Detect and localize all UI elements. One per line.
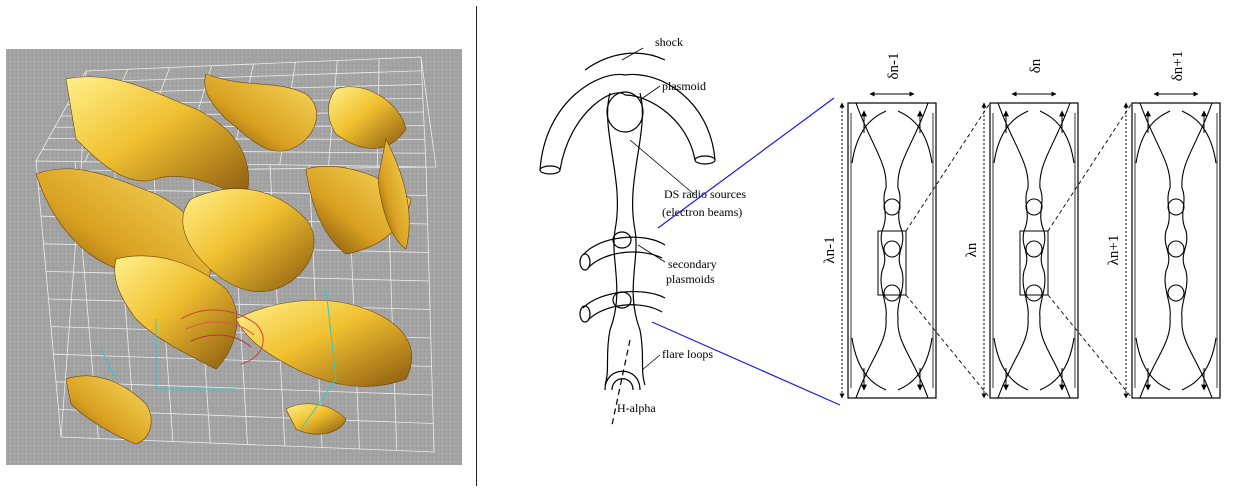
label-plasmoids: plasmoids <box>666 272 715 286</box>
plasmoid-circle <box>884 241 900 257</box>
label-shock: shock <box>655 35 683 49</box>
current-sheet-panel-1: λn-1 δn-1 <box>822 52 990 398</box>
label-flare-loops: flare loops <box>662 347 713 361</box>
zoom-line <box>906 295 990 398</box>
lambda-label: λn+1 <box>1106 235 1122 266</box>
field-line <box>1040 338 1074 390</box>
zoom-line <box>1048 295 1132 398</box>
shock-front <box>585 53 665 70</box>
field-line <box>852 111 886 163</box>
lambda-label: λn <box>964 242 980 257</box>
current-sheet-panels: λn-1 δn-1 λn δn λn+1 δn+1 <box>822 51 1220 398</box>
plasmoid-circle <box>1168 199 1184 215</box>
sheet-boundary-right <box>1040 103 1070 398</box>
current-sheet-panel-3: λn+1 δn+1 <box>1106 51 1220 398</box>
label-plasmoid: plasmoid <box>662 79 706 93</box>
sheet-boundary-right <box>898 103 928 398</box>
lambda-label: λn-1 <box>822 236 838 263</box>
field-line <box>994 338 1028 390</box>
sheet-boundary-left <box>856 103 886 398</box>
connector-top <box>658 98 834 228</box>
current-sheet-panel-2: λn δn <box>964 58 1132 398</box>
field-line <box>898 111 932 163</box>
plasmoid-circle <box>1026 199 1042 215</box>
field-line <box>1136 338 1170 390</box>
sheet-frame <box>1132 103 1220 398</box>
label-secondary: secondary <box>668 257 717 271</box>
isosurface-rendering <box>6 49 462 465</box>
field-line <box>1136 111 1170 163</box>
secondary-plasmoid-upper <box>613 232 631 248</box>
plasmoid-circle <box>884 285 900 301</box>
plasmoid-circle <box>884 199 900 215</box>
sheet-boundary-right <box>1182 103 1212 398</box>
label-h-alpha: H-alpha <box>617 401 656 415</box>
connector-bottom <box>652 322 840 405</box>
sheet-boundary-left <box>998 103 1028 398</box>
sheet-boundary-left <box>1140 103 1170 398</box>
flare-labels: shock plasmoid DS radio sources (electro… <box>617 35 746 415</box>
field-line <box>1040 111 1074 163</box>
field-line <box>994 111 1028 163</box>
delta-label: δn-1 <box>886 52 902 79</box>
plasmoid-circle <box>1026 241 1042 257</box>
panel-divider <box>476 6 477 486</box>
zoom-line <box>906 103 990 231</box>
field-line <box>1182 111 1216 163</box>
label-ds-radio-sources: DS radio sources <box>664 187 746 201</box>
field-line <box>852 338 886 390</box>
label-electron-beams: (electron beams) <box>662 205 742 219</box>
sheet-frame <box>990 103 1078 398</box>
plasmoid <box>607 92 643 132</box>
sheet-frame <box>848 103 936 398</box>
flare-model-diagram: shock plasmoid DS radio sources (electro… <box>500 0 1234 492</box>
plasmoid-circle <box>1168 241 1184 257</box>
flare-schematic <box>540 48 715 425</box>
delta-label: δn+1 <box>1170 51 1186 82</box>
field-line <box>1182 338 1216 390</box>
delta-label: δn <box>1028 58 1044 73</box>
plasmoid-circle <box>1026 285 1042 301</box>
plasmoid-circle <box>1168 285 1184 301</box>
zoom-line <box>1048 103 1132 231</box>
field-line <box>898 338 932 390</box>
